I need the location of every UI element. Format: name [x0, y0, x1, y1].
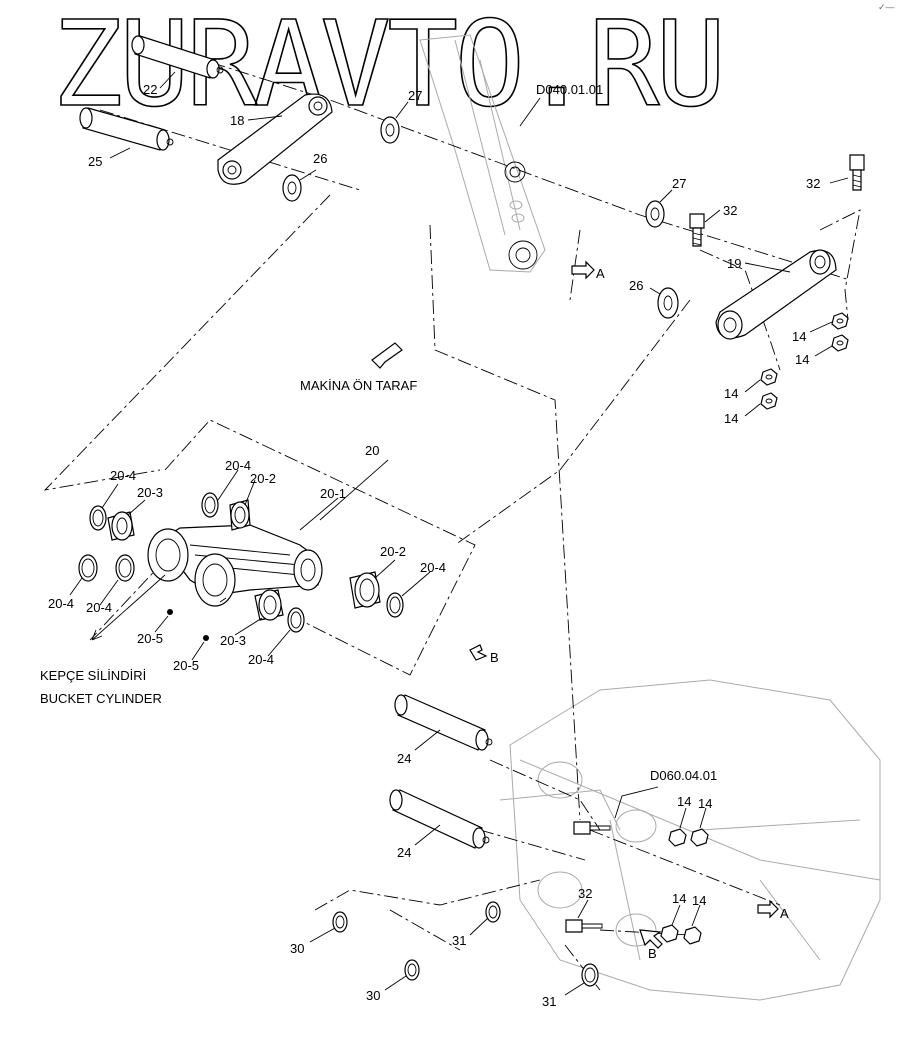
callout: 20-3 — [220, 633, 246, 648]
link-19 — [715, 249, 837, 340]
washer-26-right — [657, 287, 679, 319]
callout: 14 — [724, 386, 738, 401]
callout: 14 — [698, 796, 712, 811]
front-arrow — [371, 342, 403, 369]
boom-arm-ghost — [419, 34, 546, 273]
link-18 — [217, 93, 333, 185]
callout: 27 — [672, 176, 686, 191]
washer-27-upper — [380, 116, 400, 144]
bolt-32-a — [849, 154, 865, 191]
grease-fitting-20-5-b — [203, 635, 209, 641]
callout: 22 — [143, 82, 157, 97]
callout: 20-4 — [48, 596, 74, 611]
callout: 14 — [795, 352, 809, 367]
nuts-14-upper — [760, 312, 849, 410]
bolt-32-lower-a — [573, 821, 611, 835]
callout: 14 — [692, 893, 706, 908]
callout: 20-2 — [380, 544, 406, 559]
callout: 20-3 — [137, 485, 163, 500]
callout: 20-1 — [320, 486, 346, 501]
bolt-32-b — [689, 213, 705, 247]
lever-assembly-20 — [147, 524, 323, 607]
callout: 24 — [397, 845, 411, 860]
callout: 25 — [88, 154, 102, 169]
pin-22 — [131, 35, 224, 79]
callout: 31 — [542, 994, 556, 1009]
callout: 14 — [677, 794, 691, 809]
arm-pin-hole-lower — [508, 240, 538, 270]
callout: 19 — [727, 256, 741, 271]
callout: 26 — [629, 278, 643, 293]
callout: 27 — [408, 88, 422, 103]
callout: 20-4 — [110, 468, 136, 483]
callout: 14 — [672, 891, 686, 906]
callout: 30 — [366, 988, 380, 1003]
ref-lower: D060.04.01 — [650, 768, 717, 783]
pin-24-upper — [394, 694, 493, 751]
bolt-32-lower-b — [565, 919, 603, 933]
nuts-14-lower — [660, 828, 709, 945]
bushing-20-2-upper — [229, 499, 251, 531]
callout: 20-4 — [86, 600, 112, 615]
pin-24-lower — [389, 789, 490, 849]
seals-20-4 — [78, 492, 404, 633]
arrow-a-upper-label: A — [596, 266, 605, 281]
label-front-side: MAKİNA ÖN TARAF — [300, 378, 417, 393]
bushing-20-2-lower — [349, 571, 381, 609]
arrow-b-mid — [469, 644, 488, 661]
callouts: 22 25 18 27 26 27 32 32 19 26 14 14 14 1… — [48, 82, 820, 1009]
label-bucket-cyl-tr: KEPÇE SİLİNDİRİ — [40, 668, 146, 683]
arrow-a-lower — [757, 899, 779, 919]
watermark: ZURAVTO.RU — [52, 0, 722, 133]
label-bucket-cyl-en: BUCKET CYLINDER — [40, 691, 162, 706]
callout: 32 — [723, 203, 737, 218]
pin-25 — [79, 107, 174, 151]
bucket-ghost — [499, 679, 881, 1001]
callout: 20 — [365, 443, 379, 458]
leader-lines — [69, 71, 849, 996]
arrow-b-lower — [639, 929, 663, 949]
arrow-b-mid-label: B — [490, 650, 499, 665]
callout: 20-5 — [173, 658, 199, 673]
callout: 32 — [806, 176, 820, 191]
ref-upper: D040.01.01 — [536, 82, 603, 97]
callout: 20-4 — [420, 560, 446, 575]
corner-mark: ✓— — [878, 2, 895, 12]
callout: 20-2 — [250, 471, 276, 486]
callout: 20-4 — [225, 458, 251, 473]
arrow-a-lower-label: A — [780, 906, 789, 921]
callout: 32 — [578, 886, 592, 901]
bushing-20-3-right — [254, 589, 284, 621]
washer-26-upper — [282, 174, 302, 202]
bushing-20-3-left — [107, 511, 135, 541]
callout: 14 — [724, 411, 738, 426]
arrow-a-upper — [571, 260, 595, 280]
callout: 18 — [230, 113, 244, 128]
callout: 14 — [792, 329, 806, 344]
washer-27-right — [645, 200, 665, 228]
grease-fitting-20-5-a — [167, 609, 173, 615]
center-lines — [43, 39, 861, 991]
callout: 31 — [452, 933, 466, 948]
snap-rings — [332, 901, 599, 987]
arrow-b-lower-label: B — [648, 946, 657, 961]
callout: 24 — [397, 751, 411, 766]
callout: 26 — [313, 151, 327, 166]
callout: 20-4 — [248, 652, 274, 667]
callout: 20-5 — [137, 631, 163, 646]
callout: 30 — [290, 941, 304, 956]
